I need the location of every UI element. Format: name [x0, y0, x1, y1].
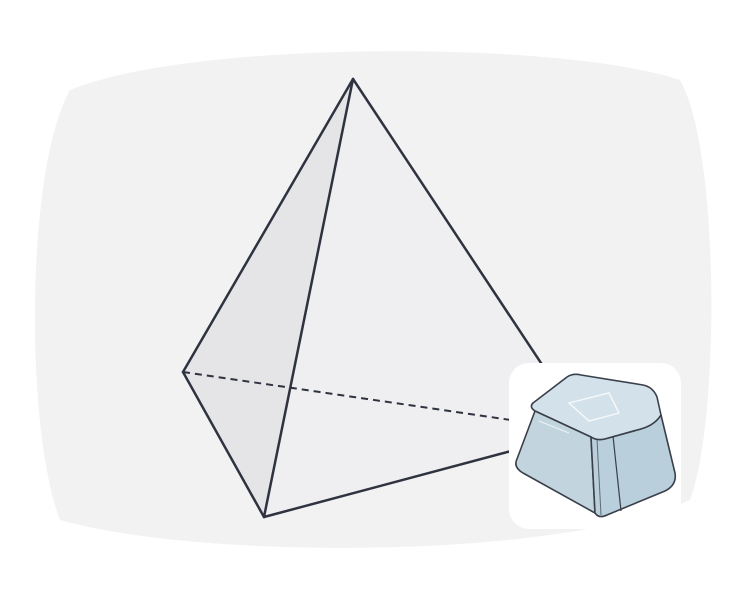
tetrahedron-left-face: [183, 79, 353, 517]
tetrahedron-edge-apex-front: [262, 77, 355, 519]
tetrahedron-edge-apex-left: [181, 77, 355, 374]
tetrahedron-front-face: [264, 79, 586, 517]
tetrahedron-edge-left-front: [181, 370, 266, 519]
keycap-logo-icon: [515, 373, 677, 518]
keycap-logo-badge: [509, 363, 681, 529]
